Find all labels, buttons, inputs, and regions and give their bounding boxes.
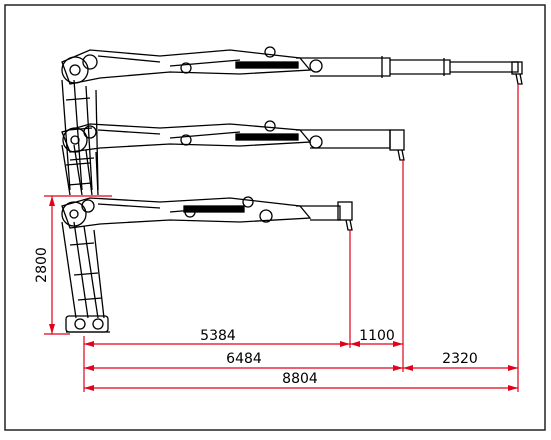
crane-retracted — [61, 196, 353, 333]
reach-3-label: 8804 — [282, 371, 318, 387]
reach-1-label: 5384 — [200, 328, 236, 344]
extension-1-label: 1100 — [359, 328, 395, 344]
drawing-frame — [4, 4, 546, 431]
height-dimension-label: 2800 — [34, 247, 50, 283]
dimension-lines — [44, 84, 519, 392]
crane-fully-extended — [61, 46, 523, 191]
extension-2-label: 2320 — [442, 351, 478, 367]
crane-partially-extended — [61, 120, 405, 196]
reach-2-label: 6484 — [226, 351, 262, 367]
